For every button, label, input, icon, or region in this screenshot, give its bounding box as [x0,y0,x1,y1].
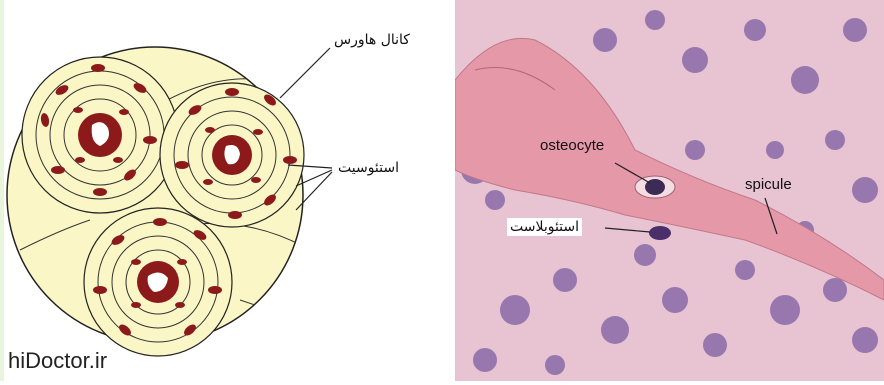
watermark: hiDoctor.ir [8,348,107,374]
osteon-diagram-panel: کانال هاورس استئوسیت hiDoctor.ir [0,0,452,381]
osteon-2 [160,83,304,227]
osteocyte-label-fa: استئوسیت [338,160,399,176]
osteoblast-cell [649,226,671,240]
osteoblast-label-fa: استئوبلاست [507,218,582,236]
interstitial-lamella [230,40,270,60]
spicule-label: spicule [745,176,792,193]
osteon-1 [22,57,178,213]
micrograph-panel: osteocyte spicule استئوبلاست [455,0,884,381]
osteon-3 [84,208,232,356]
osteocyte-label-en: osteocyte [540,137,604,154]
micrograph [455,0,884,381]
panel-edge [0,0,4,381]
leader-line-canal [280,48,330,98]
haversian-canal-label: کانال هاورس [334,32,410,48]
osteon-diagram [0,0,452,381]
